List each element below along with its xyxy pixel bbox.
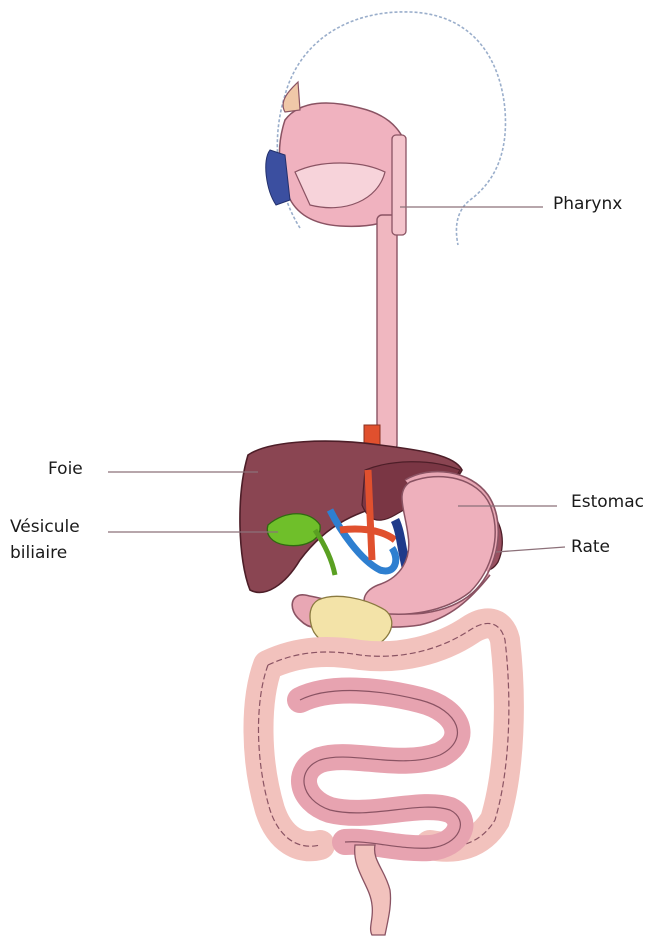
nose-tip	[283, 82, 300, 112]
pharynx-tube	[392, 135, 406, 235]
esophagus	[377, 215, 397, 450]
label-pharynx: Pharynx	[553, 192, 622, 216]
rectum	[355, 845, 391, 935]
bile-duct	[315, 530, 335, 575]
label-vesicule-line2: biliaire	[10, 541, 67, 565]
label-rate: Rate	[571, 535, 610, 559]
rate-leader-line	[496, 547, 565, 552]
label-foie: Foie	[48, 457, 83, 481]
label-vesicule-line1: Vésicule	[10, 515, 80, 539]
small-intestine	[300, 691, 460, 849]
label-estomac: Estomac	[571, 490, 644, 514]
